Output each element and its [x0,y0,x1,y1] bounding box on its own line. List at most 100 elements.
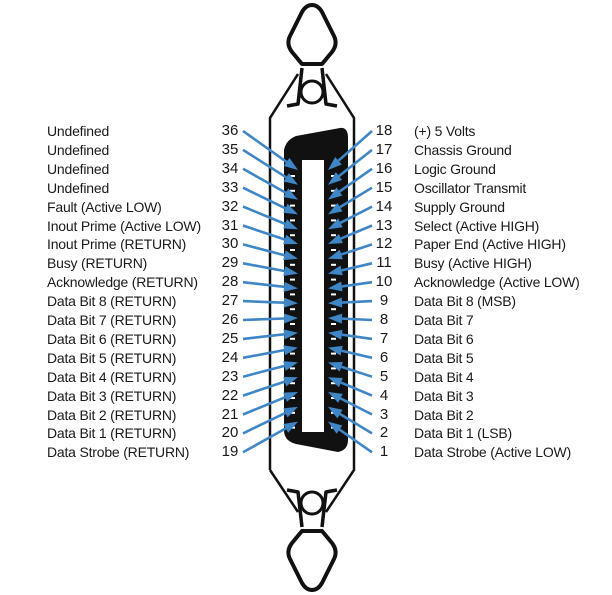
pin-arrow-head [283,266,298,276]
pin-arrow-head [328,377,343,388]
pin-label: Chassis Ground [414,141,512,158]
contact-gap [331,219,336,222]
pin-label: Inout Prime (RETURN) [47,236,187,253]
pin-arrow-line [242,427,287,454]
pin-label: Undefined [47,123,110,139]
pin-arrow-line [341,280,373,288]
pin-number: 28 [221,273,239,291]
pin-number: 20 [221,424,239,442]
pin-arrow-head [328,297,343,308]
pin-number: 8 [379,311,389,328]
pin-label: Data Bit 2 [414,406,474,423]
pin-number: 4 [379,386,389,404]
pin-number: 25 [221,329,239,347]
pin-number: 19 [221,443,239,461]
pin-arrow-line [242,280,285,289]
pin-number: 6 [379,348,389,366]
pin-arrow-head [283,345,298,356]
contact-gap [290,278,295,281]
pin-number: 34 [221,159,239,177]
pin-arrow-line [242,167,287,194]
pin-arrow-line [340,365,373,378]
pin-number: 32 [221,197,239,215]
contact-gap [290,293,295,296]
pin-label: Oscillator Transmit [414,179,527,196]
pin-label: Logic Ground [414,160,496,177]
pin-arrow-head [328,172,343,185]
contact-gap [331,397,336,399]
contact-gap [331,323,336,325]
contact-gap [290,308,295,311]
contact-gap [290,382,295,385]
contact-gap [290,337,295,340]
contact-gap [290,204,295,207]
pin-label: Busy (Active HIGH) [414,255,532,272]
pin-label: Select (Active HIGH) [414,217,540,234]
pin-label: Data Bit 7 [414,312,474,328]
pin-label: Inout Prime (Active LOW) [47,217,201,234]
pin-number: 24 [221,348,239,366]
pin-arrow-line [242,380,286,397]
pin-number: 21 [221,405,239,423]
contact-gap [331,249,336,251]
pin-arrow-line [341,299,373,304]
pin-label: Acknowledge (RETURN) [47,274,198,291]
pin-arrow-head [283,392,298,402]
pin-number: 1 [379,443,389,461]
pin-label: Undefined [47,141,110,158]
pin-arrow-line [339,397,373,416]
pin-number: 11 [376,254,392,272]
pin-arrow-line [242,148,287,179]
pin-arrow-line [340,243,373,256]
pin-arrow-line [242,299,285,304]
pin-arrow-line [341,317,373,322]
pin-arrow-head [328,156,342,170]
pin-arrow-line [242,333,285,341]
pin-arrow-line [341,262,373,272]
pin-arrow-head [328,329,343,340]
pin-arrow-head [328,345,343,356]
pin-arrow-head [283,297,298,308]
contact-slot [302,160,324,432]
pin-arrow-head [328,392,343,403]
pin-label: Data Bit 6 (RETURN) [47,330,177,347]
pin-label: Data Bit 5 [414,349,474,366]
pin-arrow-head [283,376,298,387]
pin-arrow-head [328,265,343,276]
pin-label: Supply Ground [414,198,505,215]
contact-gap [331,308,336,311]
pin-label: Data Bit 1 (RETURN) [47,425,177,442]
contact-gap [331,293,336,296]
pin-label: Data Bit 8 (RETURN) [47,293,177,310]
contact-gap [290,352,295,355]
pin-arrow-head [283,219,298,230]
pin-arrow-line [242,364,285,378]
pin-arrow-head [328,218,343,230]
pin-arrow-head [283,281,298,292]
pin-arrow-head [283,313,298,324]
pin-arrow-head [283,329,298,340]
pin-arrow-head [328,233,343,244]
contact-gap [331,382,336,385]
pin-arrows [242,129,373,454]
pin-label: Data Bit 5 (RETURN) [47,349,177,366]
contact-gap [331,234,336,237]
pin-arrow-head [283,234,298,245]
pin-arrow-line [338,148,373,178]
pin-number: 17 [375,140,393,158]
pin-label: Fault (Active LOW) [47,198,162,215]
pin-arrow-line [242,186,286,210]
pin-arrow-head [328,421,343,434]
pin-label: Data Bit 3 (RETURN) [47,387,177,404]
contact-gap [290,411,295,414]
pin-number: 15 [375,178,393,196]
pin-arrow-head [283,173,298,185]
pin-arrow-line [242,205,286,226]
pin-number: 29 [221,254,239,272]
pin-number: 13 [375,216,393,234]
pin-label: Data Bit 3 [414,387,474,404]
pin-label: Data Bit 6 [414,330,474,347]
pin-number: 30 [221,235,239,253]
